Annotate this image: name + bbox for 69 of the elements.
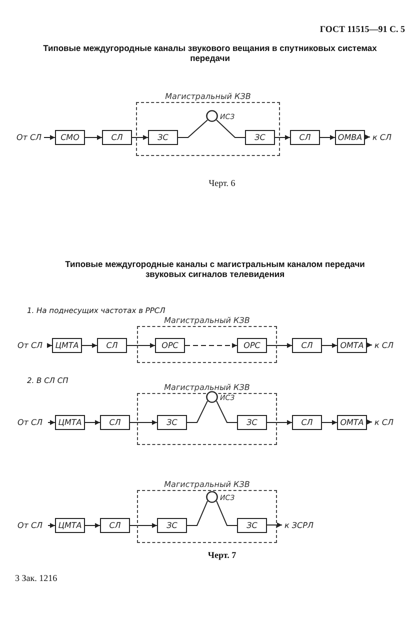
figure-caption: Черт. 7: [206, 550, 238, 560]
connector-line: [186, 500, 208, 526]
arrow: [130, 523, 158, 528]
block-box: СЛ: [102, 130, 132, 145]
block-box: СЛ: [100, 518, 130, 533]
signal-text: к СЛ: [372, 415, 396, 429]
block-box: ЗС: [157, 518, 187, 533]
arrow: [82, 343, 98, 348]
signal-text: к СЛ: [372, 338, 396, 352]
block-box: СЛ: [290, 130, 320, 145]
block-box: ЦМТА: [55, 518, 85, 533]
arrow: [84, 135, 102, 140]
block-box: ОМТА: [337, 415, 367, 430]
arrow: [266, 420, 292, 425]
block-box: ЗС: [148, 130, 178, 145]
group-title: Магистральный КЗВ: [163, 480, 251, 489]
arrow: [47, 343, 52, 348]
arrow: [366, 420, 372, 424]
signal-text: От СЛ: [14, 130, 44, 144]
connector-line: [216, 119, 246, 138]
block-box: ЗС: [237, 415, 267, 430]
block-box: ЦМТА: [52, 338, 82, 353]
group-title: Магистральный КЗВ: [163, 383, 251, 392]
arrow: [44, 135, 56, 140]
arrow: [84, 523, 100, 528]
arrow: [322, 343, 338, 348]
group-title: Магистральный КЗВ: [163, 316, 251, 325]
arrow: [132, 135, 148, 140]
block-box: СЛ: [292, 338, 322, 353]
block-box: ОМТА: [337, 338, 367, 353]
figure-caption: Черт. 6: [208, 178, 236, 188]
block-box: ЗС: [245, 130, 275, 145]
arrow: [84, 420, 100, 425]
signal-text: к ЗСРЛ: [282, 518, 316, 532]
group-title: Магистральный КЗВ: [164, 92, 252, 101]
arrow: [130, 420, 158, 425]
connector-line: [178, 119, 208, 138]
arrow: [48, 523, 56, 528]
arrow: [364, 134, 370, 140]
block-box: СМО: [55, 130, 85, 145]
arrow: [322, 420, 338, 425]
block-box: СЛ: [100, 415, 130, 430]
block-box: ОРС: [237, 338, 267, 353]
arrow: [266, 343, 292, 348]
block-box: СЛ: [97, 338, 127, 353]
arrow: [48, 420, 56, 425]
arrow: [274, 135, 290, 140]
diagram-heading: Типовые междугородные каналы с магистральным каналом передачи звуковых сигналов телевидения: [64, 259, 366, 279]
arrow: [266, 522, 282, 528]
signal-text: к СЛ: [370, 130, 394, 144]
arrow: [126, 343, 156, 348]
page-header: ГОСТ 11515—91 С. 5: [318, 24, 405, 34]
signal-text: От СЛ: [12, 415, 48, 429]
signal-text: От СЛ: [12, 338, 48, 352]
diagram-heading: Типовые междугородные каналы звукового вещания в спутниковых системах передачи: [42, 43, 378, 63]
connector-line: [216, 400, 238, 423]
block-box: ОМВА: [335, 130, 365, 145]
block-box: СЛ: [292, 415, 322, 430]
block-box: ОРС: [155, 338, 185, 353]
arrow: [184, 343, 238, 348]
connector-line: [216, 500, 238, 526]
arrow: [366, 342, 372, 348]
connector-line: [186, 400, 208, 423]
block-box: ЦМТА: [55, 415, 85, 430]
arrow: [320, 135, 336, 140]
block-box: ЗС: [157, 415, 187, 430]
block-box: ЗС: [237, 518, 267, 533]
signal-text: От СЛ: [12, 518, 48, 532]
footer-note: 3 Зак. 1216: [15, 573, 58, 583]
